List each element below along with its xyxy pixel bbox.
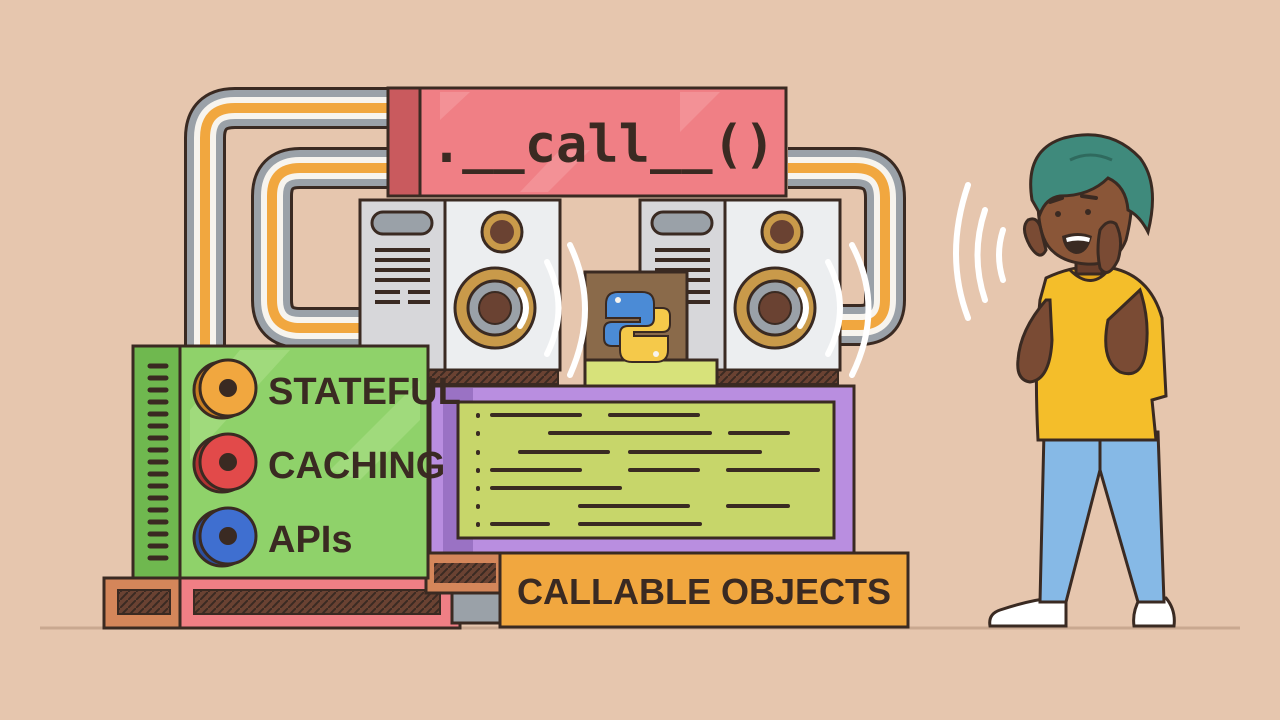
features-panel: STATEFUL CACHING APIs (131, 344, 461, 580)
code-lines (476, 413, 820, 527)
stateful-knob-icon (192, 358, 258, 420)
call-method-label: .__call__() (431, 115, 775, 175)
python-logo-box (583, 270, 719, 390)
vent-slots-left (375, 248, 430, 304)
hair (1029, 133, 1154, 237)
callable-objects-banner: CALLABLE OBJECTS (498, 551, 910, 629)
right-shoe (1132, 596, 1176, 628)
jeans (1038, 430, 1166, 604)
caching-label: CACHING (268, 445, 445, 487)
left-speaker-unit (358, 198, 562, 385)
python-logo-icon (603, 291, 671, 363)
person (953, 133, 1176, 628)
right-hand (1096, 220, 1123, 274)
panel-vent (147, 363, 169, 561)
title-plate: .__call__() (386, 86, 788, 198)
stateful-label: STATEFUL (268, 371, 461, 413)
apis-knob-icon (192, 506, 258, 568)
code-screen (428, 384, 856, 556)
left-shoe (988, 596, 1068, 628)
left-arm (1016, 298, 1054, 384)
caching-knob-icon (192, 432, 258, 494)
left-hand (1023, 217, 1048, 257)
shout-sound-waves (953, 182, 1006, 321)
apis-label: APIs (268, 519, 352, 561)
banner-label: CALLABLE OBJECTS (517, 571, 891, 612)
left-eye (1055, 211, 1061, 217)
right-arm (1104, 287, 1149, 376)
speaker-sound-waves (517, 242, 872, 378)
right-eye (1085, 209, 1091, 215)
